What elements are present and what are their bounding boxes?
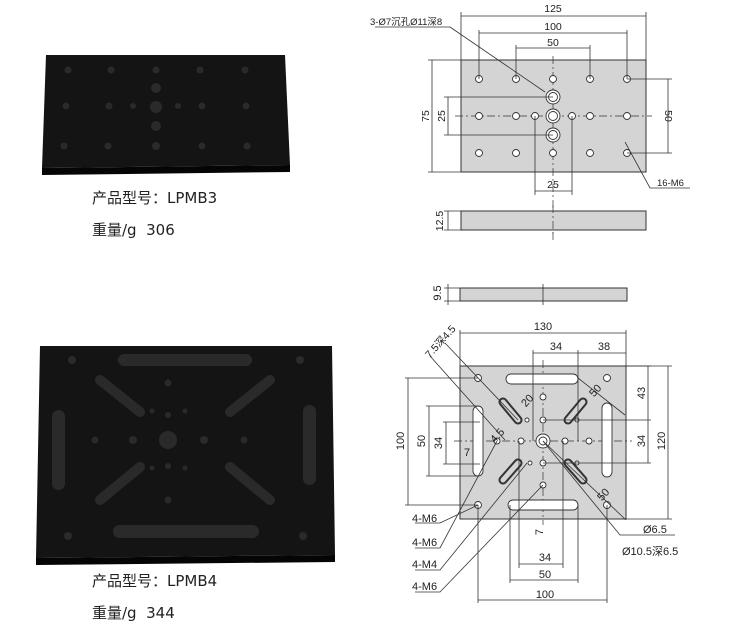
callout-slot: 7.5深4.5 xyxy=(423,323,459,361)
dim-120: 120 xyxy=(656,432,668,450)
dim-34-bottom: 34 xyxy=(539,552,551,564)
dim-25-v: 25 xyxy=(436,110,448,122)
callout-m6-1: 4-M6 xyxy=(412,513,437,525)
dim-height: 75 xyxy=(420,110,432,122)
callout-counterbore: 3-Ø7沉孔Ø11深8 xyxy=(370,17,442,28)
dim-34-top: 34 xyxy=(550,341,562,353)
dim-7-left: 7 xyxy=(464,447,470,459)
product2-weight-value: 344 xyxy=(146,604,175,622)
dim-50-bottom: 50 xyxy=(539,569,551,581)
product1-weight-label: 重量/g xyxy=(92,221,137,239)
callout-hole-diameter: Ø6.5 xyxy=(643,524,667,536)
product2-weight-label: 重量/g xyxy=(92,604,137,622)
dim-7-bottom: 7 xyxy=(534,529,546,535)
dim-34-right: 34 xyxy=(636,435,648,447)
dim-50-left: 50 xyxy=(416,435,428,447)
dim-34-left: 34 xyxy=(433,437,445,449)
dim-50-v: 50 xyxy=(662,110,674,122)
dim-100-left: 100 xyxy=(395,432,407,450)
dim-100: 100 xyxy=(544,21,562,33)
dim-100-bottom: 100 xyxy=(536,589,554,601)
product2-weight: 重量/g 344 xyxy=(92,602,175,623)
callout-m6-2: 4-M6 xyxy=(412,537,437,549)
product1-model-label: 产品型号：LPMB3 xyxy=(92,189,218,207)
dim-thickness: 12.5 xyxy=(434,211,446,232)
dim-25-h: 25 xyxy=(547,179,559,191)
dim-43: 43 xyxy=(636,387,648,399)
product2-model-label: 产品型号：LPMB4 xyxy=(92,572,218,590)
dim-38: 38 xyxy=(598,341,610,353)
product1-weight: 重量/g 306 xyxy=(92,219,175,240)
callout-m4: 4-M4 xyxy=(412,559,437,571)
dim-width-2: 130 xyxy=(534,321,552,333)
callout-threads: 16-M6 xyxy=(657,178,684,189)
dim-width: 125 xyxy=(544,3,562,15)
dim-thickness-2: 9.5 xyxy=(432,285,444,300)
callout-hole-counterbore: Ø10.5深6.5 xyxy=(622,545,678,558)
callout-m6-3: 4-M6 xyxy=(412,581,437,593)
product1-weight-value: 306 xyxy=(146,221,175,239)
dim-50: 50 xyxy=(547,37,559,49)
